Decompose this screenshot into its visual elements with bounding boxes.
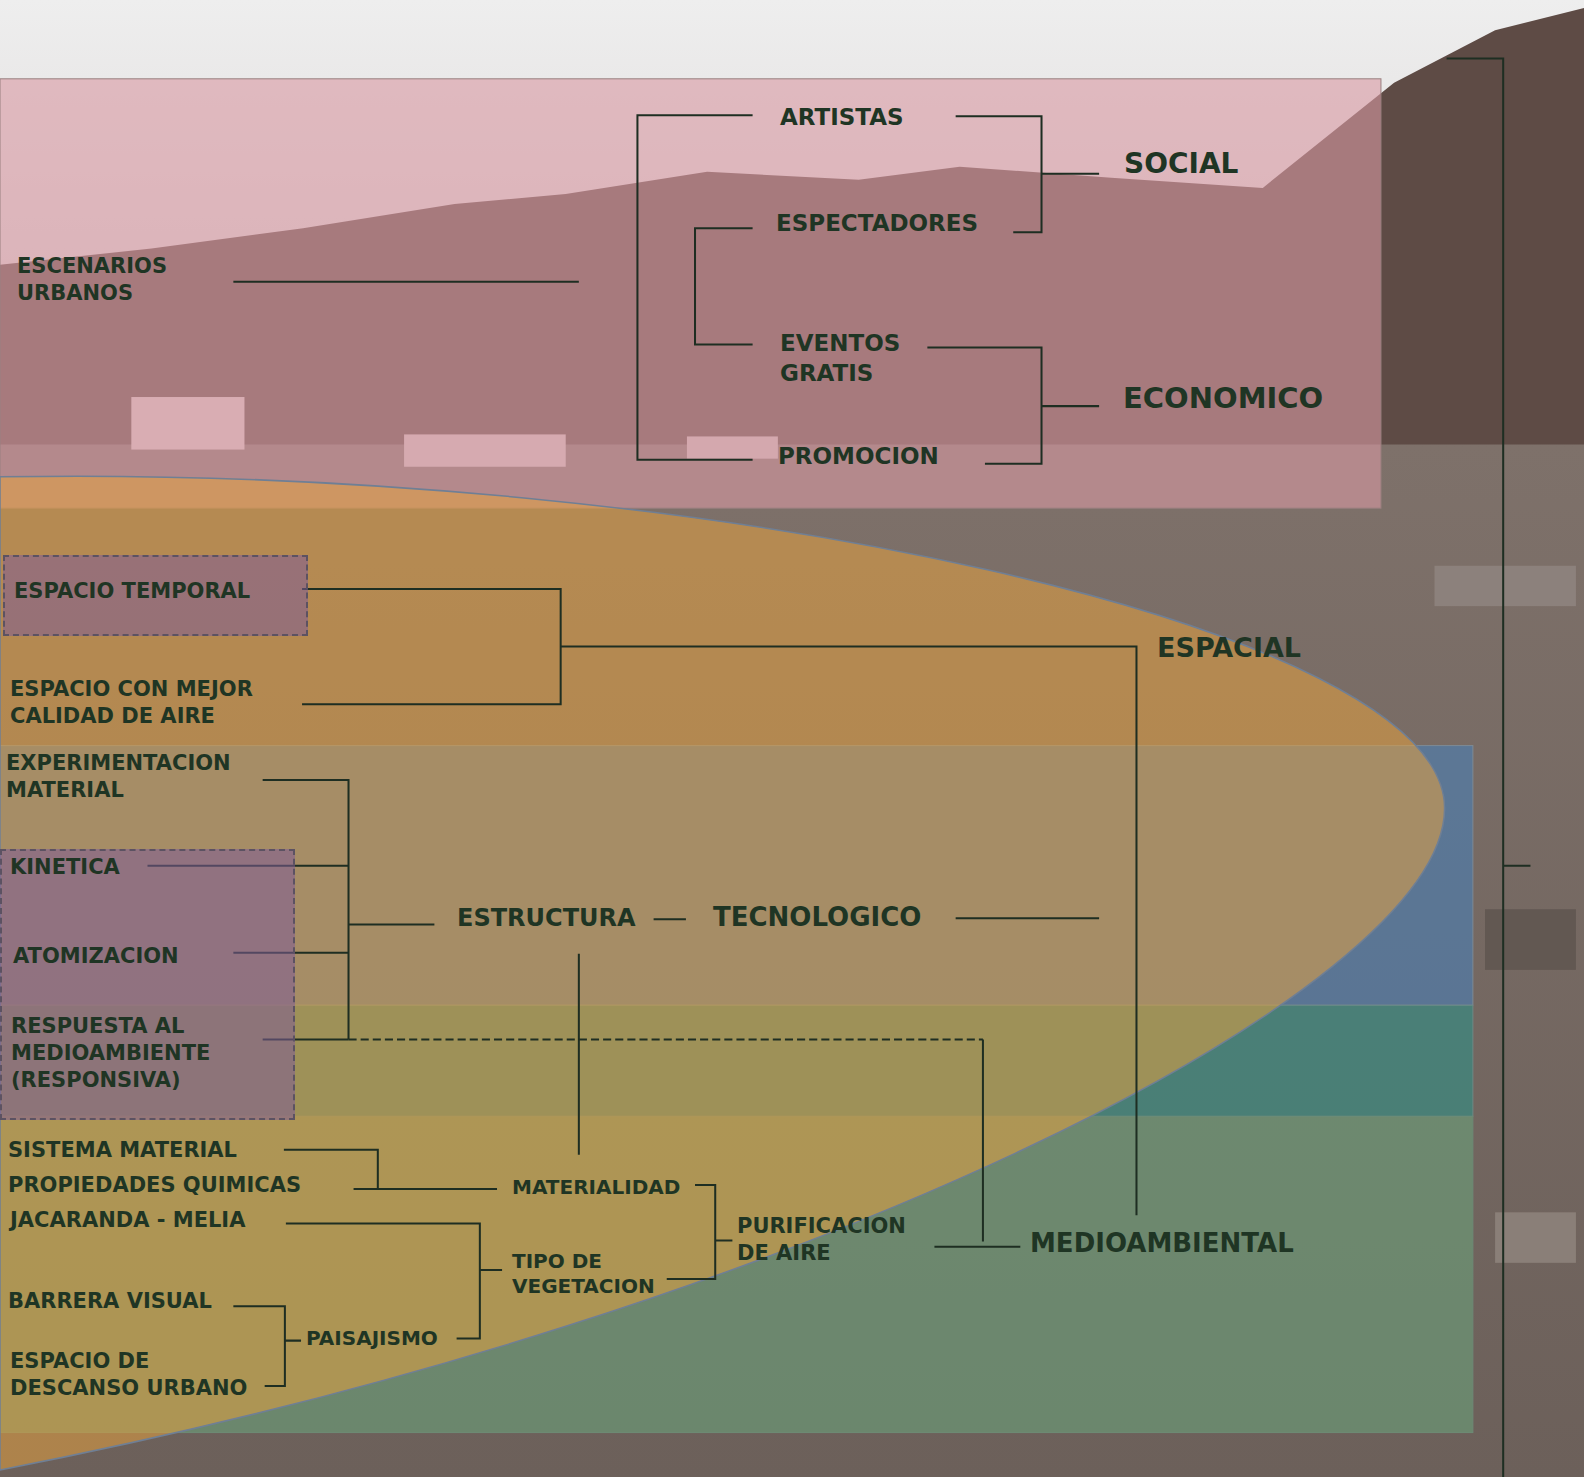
diagram-label: ESPACIO DE DESCANSO URBANO [10, 1348, 272, 1402]
dashed-line [349, 1039, 983, 1041]
diagram-label: ECONOMICO [1123, 381, 1323, 416]
debris [1485, 909, 1576, 970]
bracket [302, 589, 1136, 1215]
diagram-label: ESPECTADORES [776, 209, 978, 237]
diagram-label: JACARANDA - MELIA [10, 1208, 245, 1233]
diagram-label: PROPIEDADES QUIMICAS [8, 1173, 301, 1198]
leader-line [579, 918, 1099, 1154]
box-text: ESPACIO TEMPORAL [14, 579, 250, 604]
debris-ground [0, 445, 1584, 1477]
bracket [286, 1223, 502, 1338]
box-text: RESPUESTA AL MEDIOAMBIENTE (RESPONSIVA) [11, 1013, 246, 1094]
bracket [637, 115, 752, 459]
bracket [1447, 59, 1531, 1477]
bracket [927, 348, 1099, 464]
diagram-label: ESTRUCTURA [457, 904, 636, 933]
bracket [667, 1185, 733, 1279]
debris [1495, 1212, 1576, 1263]
leader-line [233, 281, 578, 283]
bracket [284, 1150, 497, 1189]
diagram-label: ESPACIO CON MEJOR CALIDAD DE AIRE [10, 676, 300, 730]
diagram-label: BARRERA VISUAL [8, 1289, 212, 1314]
bracket [233, 1306, 301, 1386]
diagram-label: ESPACIAL [1157, 632, 1301, 664]
bracket [695, 228, 753, 344]
leader-line [934, 1040, 1020, 1247]
diagram-label: EXPERIMENTACION MATERIAL [6, 750, 276, 804]
diagram-label: PAISAJISMO [306, 1326, 438, 1350]
box-text: KINETICA [10, 855, 120, 880]
diagram-label: TECNOLOGICO [713, 902, 921, 933]
diagram-label: ARTISTAS [780, 103, 904, 131]
diagram-label: PURIFICACION DE AIRE [737, 1213, 932, 1267]
diagram-label: PROMOCION [778, 442, 939, 470]
debris [1434, 566, 1575, 606]
box-text: ATOMIZACION [13, 944, 179, 969]
diagram-label: ESCENARIOS URBANOS [17, 253, 217, 307]
diagram-label: SISTEMA MATERIAL [8, 1138, 237, 1163]
diagram-label: MATERIALIDAD [512, 1175, 680, 1199]
diagram-label: TIPO DE VEGETACION [512, 1249, 682, 1299]
dashed-box: ESPACIO TEMPORAL [3, 555, 308, 636]
diagram-label: EVENTOS GRATIS [780, 328, 950, 388]
dashed-box: KINETICA ATOMIZACION RESPUESTA AL MEDIOAMB… [0, 849, 295, 1120]
diagram-label: MEDIOAMBIENTAL [1030, 1228, 1294, 1259]
spatial-region [0, 476, 1445, 1470]
diagram-label: SOCIAL [1124, 147, 1238, 181]
social-band [0, 79, 1381, 508]
